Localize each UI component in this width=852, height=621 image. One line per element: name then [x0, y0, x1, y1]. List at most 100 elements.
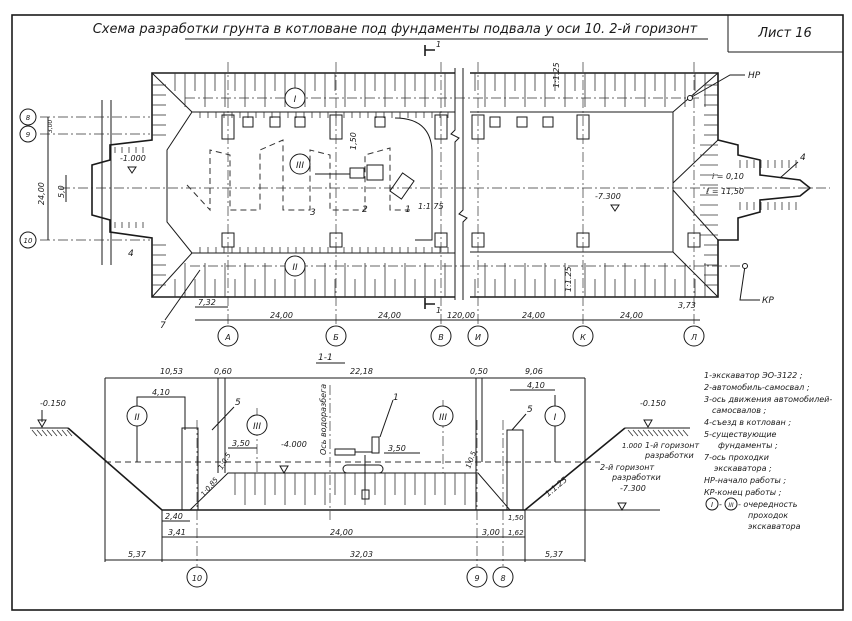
- break-line: [458, 68, 468, 300]
- pit-outer-right: [470, 72, 812, 298]
- dim-label: 5,37: [128, 550, 147, 559]
- leader-line: [511, 413, 527, 431]
- pass-label: I: [554, 413, 557, 423]
- dim-label: 4,10: [527, 381, 545, 390]
- elevation-marker-icon: [643, 419, 653, 429]
- leader-line: [211, 406, 235, 431]
- leader-line: [689, 74, 745, 99]
- work-start-label: НР: [748, 71, 761, 81]
- pass-1-label: I: [294, 95, 297, 105]
- pass-3-path: [186, 139, 410, 212]
- legend-item: КР-конец работы ;: [704, 488, 782, 497]
- legend-item: 4-съезд в котлован ;: [704, 418, 791, 427]
- hatch-line: [56, 429, 63, 437]
- hatch-line: [682, 429, 689, 437]
- legend-pass-3-marker: [724, 497, 738, 511]
- hatch-line: [31, 429, 38, 437]
- pit-inner-left: [166, 111, 455, 254]
- axis-label: 9: [474, 574, 479, 583]
- dim-label: 10,53: [160, 367, 183, 376]
- inner-ramp: [394, 117, 433, 241]
- pass-2-marker: [126, 405, 148, 427]
- section-1-1: 1-1 10,53 0,60 22,18 0,50 9,06 Ось водор…: [30, 353, 699, 588]
- excavator-icon: [334, 436, 384, 500]
- legend-item: I: [711, 501, 713, 509]
- dim-label: 7,32: [198, 298, 216, 307]
- horizon-2-label: 2-й горизонт: [600, 463, 654, 472]
- axis-label: В: [438, 333, 444, 342]
- hatch-line: [657, 429, 664, 437]
- hatch-line: [51, 429, 58, 437]
- section-mark-top: [424, 45, 435, 56]
- legend-item: самосвалов ;: [712, 406, 767, 415]
- dim-label: 5,0: [57, 185, 66, 198]
- foundation: [181, 427, 199, 511]
- callout-2: 2: [362, 205, 368, 215]
- bench-hatching: [234, 473, 466, 505]
- axis-9-marker: [466, 566, 488, 588]
- elevation-marker-icon: [37, 410, 47, 429]
- axis-label: 8: [500, 574, 505, 583]
- dim-label: 24,00: [330, 528, 353, 537]
- foundation: [542, 116, 554, 128]
- foundation: [489, 116, 501, 128]
- dim-label: 1,50: [349, 132, 358, 150]
- dim-label: 2,40: [165, 512, 183, 521]
- axis-label: 9: [26, 131, 31, 139]
- pit-inner-right: [470, 111, 674, 253]
- dim-label: 24,00: [378, 311, 401, 320]
- dim-label: 0,50: [470, 367, 488, 376]
- legend: 1-экскаватор ЭО-3122 ; 2-автомобиль-само…: [704, 371, 832, 531]
- dim-label: 5,37: [545, 550, 564, 559]
- ground-hatching: [31, 429, 689, 437]
- dim-label: 3,00: [47, 119, 54, 133]
- slope-label: 1:1.25: [564, 266, 573, 292]
- elevation-marker-icon: [127, 166, 137, 174]
- drawing-title: Схема разработки грунта в котловане под …: [93, 22, 698, 37]
- pass-1-marker: [544, 405, 566, 427]
- pass-3-marker: [432, 405, 454, 427]
- dim-label: 3,73: [678, 301, 696, 310]
- pit-outer-left: [91, 72, 455, 298]
- dim-label: 4,10: [152, 388, 170, 397]
- axis-marker: [217, 325, 239, 347]
- horizon-2-label: разработки: [611, 473, 661, 482]
- elevation-left: -1.000: [120, 154, 146, 163]
- callout-5: 5: [527, 405, 533, 415]
- axis-marker: [19, 231, 37, 249]
- legend-item: - очередность: [738, 500, 798, 509]
- hatch-line: [632, 429, 639, 437]
- axis-label: 10: [192, 574, 202, 583]
- foundation: [294, 116, 306, 128]
- legend-item: проходок: [748, 511, 788, 520]
- ramp-length: ℓ = 11,50: [705, 187, 744, 196]
- slope-label: 1:1.25: [552, 62, 561, 88]
- pass-3-marker: [289, 153, 311, 175]
- break-line: [450, 68, 460, 300]
- dimension-line: [136, 396, 186, 430]
- elevation-marker-icon: [617, 502, 627, 512]
- dim-label: 22,18: [350, 367, 373, 376]
- callout-3: 3: [310, 208, 316, 218]
- hatch-line: [36, 429, 43, 437]
- axis-label: Л: [690, 333, 697, 342]
- pit-profile: [67, 427, 626, 511]
- ramp-slope: i = 0,10: [712, 172, 744, 181]
- ramp-edge: [672, 189, 719, 241]
- legend-dash: -: [719, 500, 722, 509]
- dim-label: 3,50: [388, 444, 406, 453]
- legend-item: 1-экскаватор ЭО-3122 ;: [704, 371, 803, 380]
- slope-label: 1:1.25: [544, 475, 569, 498]
- axis-label: Б: [333, 333, 339, 342]
- hatch-line: [652, 429, 659, 437]
- section-mark-label: 1: [436, 40, 441, 49]
- dim-label: 0,60: [214, 367, 232, 376]
- pass-label: III: [253, 422, 261, 432]
- horizon-1-label: разработки: [644, 451, 694, 460]
- hatch-line: [66, 429, 73, 437]
- foundation: [506, 429, 524, 511]
- legend-item: 3-ось движения автомобилей-: [704, 395, 832, 404]
- axis-label: К: [580, 333, 586, 342]
- legend-item: фундаменты ;: [718, 441, 778, 450]
- existing-foundations: [221, 114, 701, 248]
